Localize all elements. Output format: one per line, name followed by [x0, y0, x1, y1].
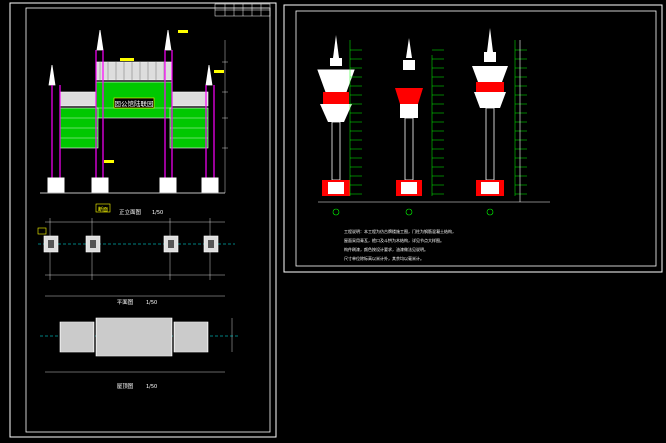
note-line-1: 工程说明：本工程为仿古牌楼施工图，门柱为钢筋混凝土结构， [344, 228, 456, 234]
roof-title: 屋顶图 [117, 382, 134, 390]
note-line-2: 屋面采用青瓦，檐口及斗拱为木结构，详见节点大样图。 [344, 237, 444, 243]
left-sheet-outer-frame [9, 2, 277, 438]
left-title-strip [214, 3, 271, 17]
plan-scale: 1/50 [146, 300, 157, 306]
column-detail-3 [472, 28, 508, 196]
elevation-scale: 1/50 [152, 210, 163, 216]
plan-title: 平面图 [117, 298, 134, 306]
section-tag-text: 断面 [98, 206, 108, 213]
elevation-title: 正立面图 [119, 208, 142, 216]
section-tag-box [95, 203, 111, 213]
note-line-4: 尺寸单位除标高以米计外，其余均以毫米计。 [344, 255, 424, 261]
right-sheet-outer-frame [283, 4, 663, 273]
left-sheet-inner-frame [25, 7, 271, 433]
column-detail-2 [395, 38, 423, 196]
right-sheet: 工程说明：本工程为仿古牌楼施工图，门柱为钢筋混凝土结构， 屋面采用青瓦，檐口及斗… [283, 4, 663, 273]
gate-roof-plan: 屋顶图 1/50 [40, 295, 240, 390]
gate-elevation: 固公馆陆联园 [40, 29, 228, 216]
note-line-3: 构件刷漆，颜色按设计要求，油漆做法见说明。 [344, 246, 428, 252]
gate-plan: 平面图 1/50 [37, 218, 235, 306]
right-sheet-inner-frame [295, 10, 657, 267]
column-detail-1 [317, 35, 355, 196]
gate-signboard-text: 固公馆陆联园 [115, 99, 154, 108]
roof-scale: 1/50 [146, 384, 157, 390]
left-sheet: 固公馆陆联园 [9, 2, 277, 438]
design-notes: 工程说明：本工程为仿古牌楼施工图，门柱为钢筋混凝土结构， 屋面采用青瓦，檐口及斗… [344, 228, 456, 261]
